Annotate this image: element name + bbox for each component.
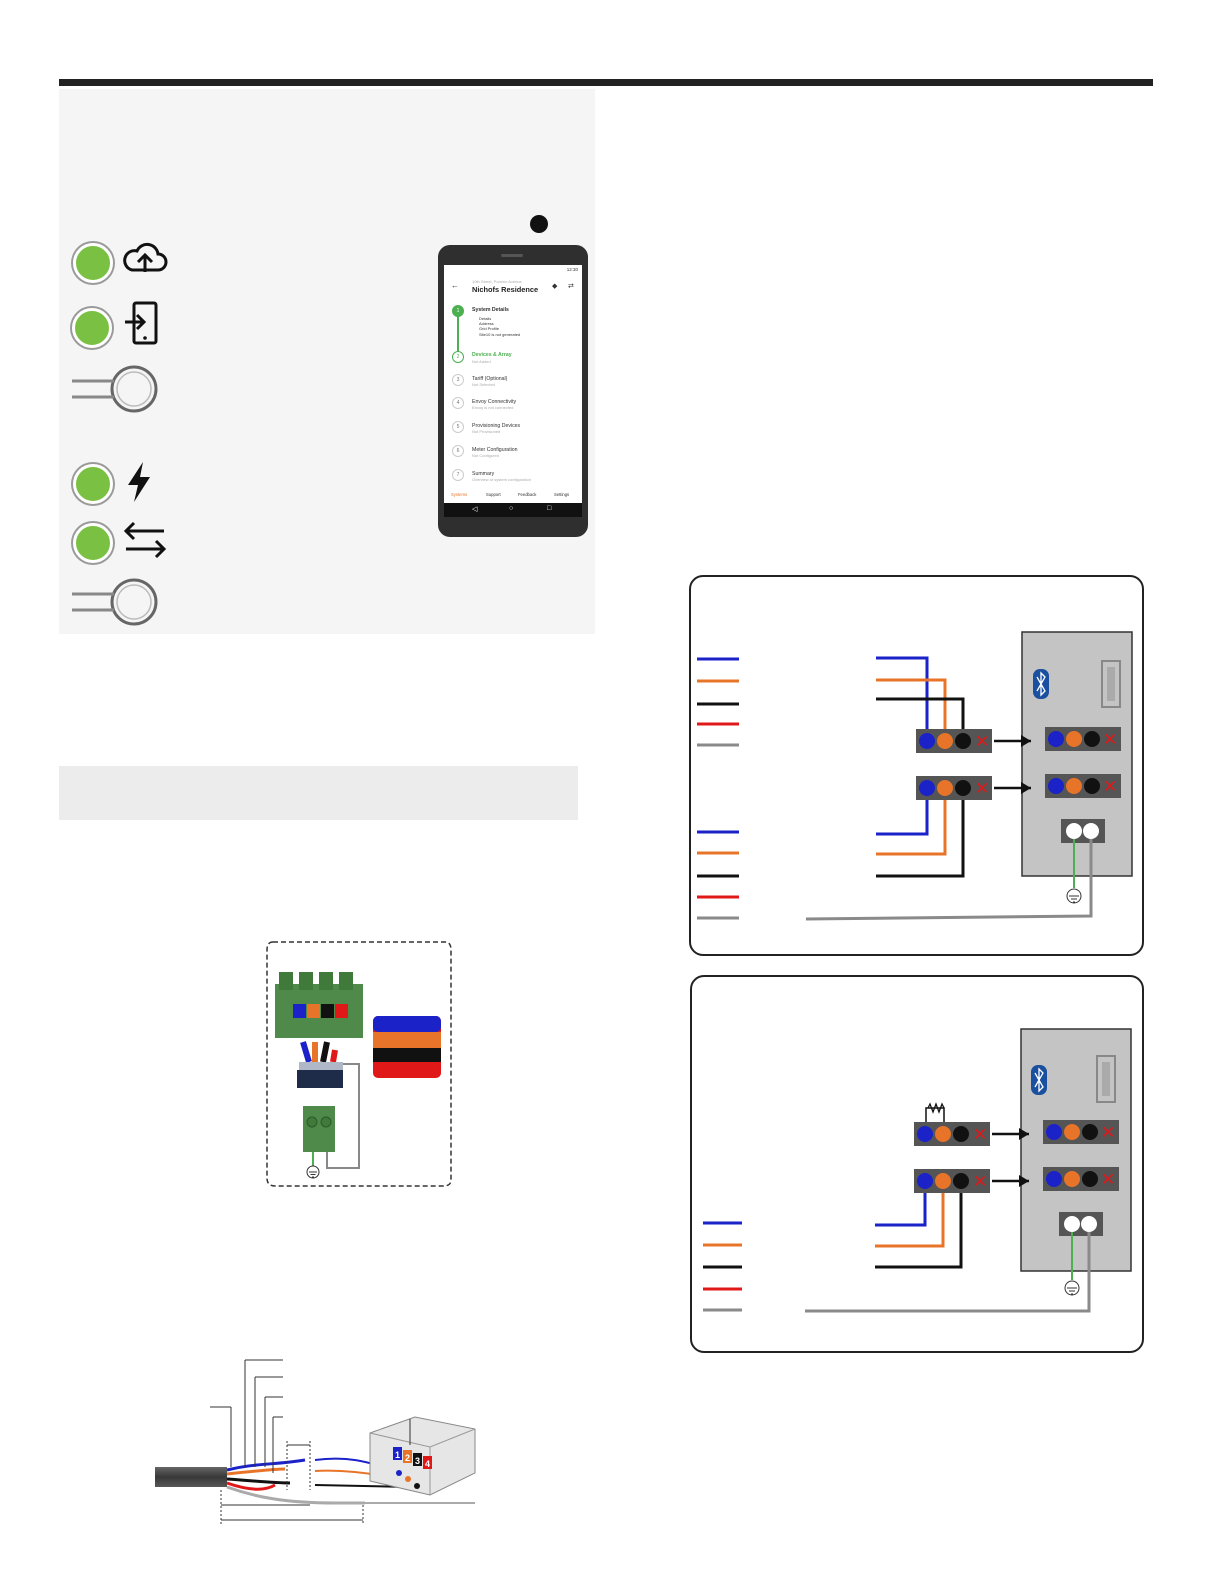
legend-wires-b: [697, 830, 739, 920]
step-4-title[interactable]: Envoy Connectivity: [472, 399, 517, 405]
cloud-upload-icon: [120, 238, 170, 283]
connector-b: ✕: [914, 1169, 990, 1193]
led-power-status: [73, 464, 113, 504]
step-7-title[interactable]: Summary: [472, 471, 495, 477]
nav-home-icon[interactable]: ○: [509, 505, 514, 512]
step-4-circle: 4: [452, 397, 464, 409]
step-6-circle: 6: [452, 445, 464, 457]
address-line: 10th Street, Pomino Avenue: [472, 279, 522, 284]
step-4-sub: Envoy is not connected: [472, 405, 514, 410]
phone-screen: 12:30 ← 10th Street, Pomino Avenue Nicho…: [444, 265, 582, 517]
step-2-circle: 2: [452, 351, 464, 363]
gateway-port-a: ✕: [1045, 727, 1121, 751]
step-1-sub-2: Address: [479, 321, 494, 326]
step-1-sub-1: Details: [479, 316, 492, 321]
terminal-block: 1 2 3 4: [369, 1416, 476, 1496]
step-5-sub: Not Provisioned: [472, 429, 501, 434]
exchange-arrows-icon: [120, 520, 170, 565]
tab-feedback[interactable]: Feedback: [518, 492, 537, 497]
svg-text:✕: ✕: [1101, 1170, 1115, 1189]
step-1-circle: 1: [452, 305, 464, 317]
svg-text:✕: ✕: [975, 779, 989, 798]
step-5-title[interactable]: Provisioning Devices: [472, 423, 521, 429]
led-off-indicator-1: [70, 363, 162, 420]
step-2-sub: Not Added: [472, 359, 491, 364]
pin-1-label: 1: [395, 1450, 400, 1460]
cable-strip-illustration: 1 2 3 4: [155, 1355, 495, 1535]
connector-illustration: [265, 940, 455, 1195]
gateway-port-b: ✕: [1045, 774, 1121, 798]
ground-icon: [1064, 1280, 1080, 1296]
phone-mockup: 12:30 ← 10th Street, Pomino Avenue Nicho…: [438, 245, 588, 537]
connector-a: ✕: [916, 729, 992, 753]
gateway-port-a: ✕: [1043, 1120, 1119, 1144]
swap-icon[interactable]: ⇄: [568, 283, 574, 290]
top-rule: [59, 79, 1153, 86]
step-connector: [457, 315, 459, 355]
nav-recent-icon[interactable]: □: [547, 505, 552, 512]
diamond-icon[interactable]: ◆: [552, 283, 558, 290]
phone-connect-icon: [122, 300, 162, 351]
svg-text:✕: ✕: [973, 1172, 987, 1191]
legend-wires: [703, 1221, 742, 1312]
connector-a: ✕: [914, 1122, 990, 1146]
back-arrow-icon[interactable]: ←: [451, 281, 459, 290]
svg-text:✕: ✕: [1103, 777, 1117, 796]
svg-text:✕: ✕: [1101, 1123, 1115, 1142]
termination-resistor: [925, 1102, 945, 1125]
bluetooth-icon: [1033, 669, 1049, 699]
ground-icon: [1066, 888, 1082, 904]
wiring-diagram-2: ✕ ✕ ✕ ✕: [690, 975, 1144, 1353]
tab-systems[interactable]: Systems: [451, 492, 468, 497]
ground-terminal: [1061, 819, 1105, 843]
svg-text:✕: ✕: [1103, 730, 1117, 749]
step-2-title[interactable]: Devices & Array: [472, 352, 512, 358]
led-app-status: [72, 308, 112, 348]
pin-4-label: 4: [425, 1459, 430, 1469]
pin-2-label: 2: [405, 1453, 410, 1463]
led-cloud-status: [73, 243, 113, 283]
tab-support[interactable]: Support: [486, 492, 501, 497]
callout-dot: [530, 215, 548, 233]
pin-3-label: 3: [415, 1456, 420, 1466]
step-7-circle: 7: [452, 469, 464, 481]
status-time: 12:30: [566, 267, 578, 272]
wiring-diagram-1: ✕ ✕ ✕ ✕: [689, 575, 1144, 956]
usb-port: [1096, 1055, 1116, 1103]
step-1-sub-3: Grid Profile: [479, 326, 500, 331]
step-3-title[interactable]: Tariff (Optional): [472, 376, 508, 382]
step-6-sub: Not Configured: [472, 453, 499, 458]
android-nav-bar: ◁ ○ □: [444, 503, 582, 517]
step-1-title[interactable]: System Details: [472, 307, 509, 313]
step-5-circle: 5: [452, 421, 464, 433]
ground-terminal: [1059, 1212, 1103, 1236]
svg-text:✕: ✕: [973, 1125, 987, 1144]
gateway-port-b: ✕: [1043, 1167, 1119, 1191]
step-3-sub: Not Selected: [472, 382, 495, 387]
legend-wires-a: [697, 657, 739, 747]
step-7-sub: Overview of system configuration: [472, 477, 531, 482]
ground-icon: [306, 1165, 320, 1179]
step-1-warning: Site10 is not generated: [479, 332, 521, 337]
lightning-icon: [124, 460, 154, 509]
svg-text:✕: ✕: [975, 732, 989, 751]
step-3-circle: 3: [452, 374, 464, 386]
bluetooth-icon: [1031, 1065, 1047, 1095]
tab-settings[interactable]: Settings: [554, 492, 570, 497]
led-off-indicator-2: [70, 576, 162, 633]
led-comm-status: [73, 523, 113, 563]
connector-b: ✕: [916, 776, 992, 800]
step-6-title[interactable]: Meter Configuration: [472, 447, 518, 453]
note-banner: [59, 766, 578, 820]
residence-name: Nichofs Residence: [472, 285, 539, 294]
phone-speaker: [501, 254, 523, 257]
usb-port: [1101, 660, 1121, 708]
nav-back-icon[interactable]: ◁: [472, 506, 478, 513]
